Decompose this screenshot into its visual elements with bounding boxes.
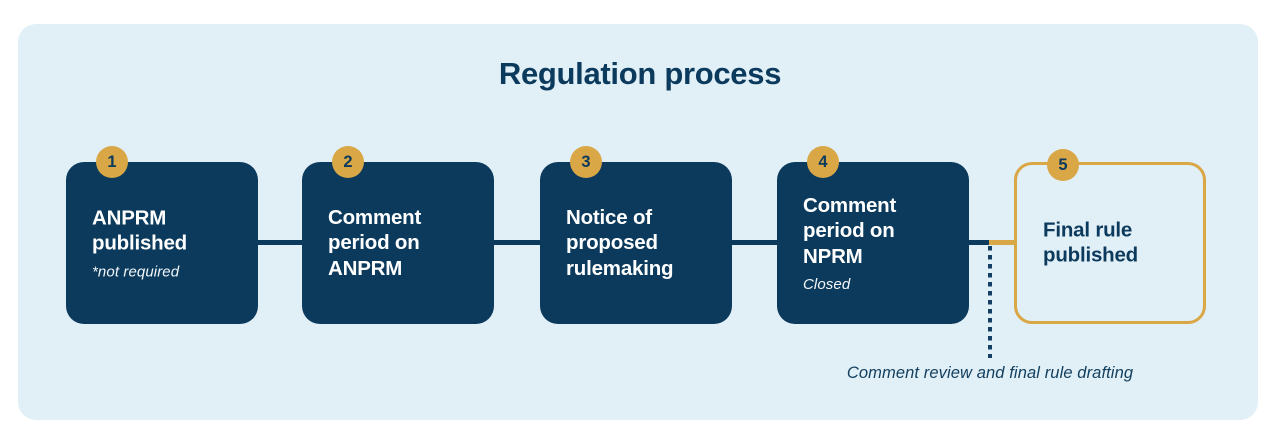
step-body-3: Notice of proposed rulemaking (566, 205, 718, 281)
step-badge-5: 5 (1047, 149, 1079, 181)
step-card-2[interactable]: 2 Comment period on ANPRM (302, 146, 494, 324)
step-title-5: Final rule published (1043, 218, 1139, 267)
process-caption: Comment review and final rule drafting (846, 364, 1134, 382)
connector-3-4 (730, 240, 777, 245)
step-note-4: Closed (803, 276, 851, 294)
step-badge-4: 4 (807, 146, 839, 178)
step-card-1[interactable]: 1 ANPRM published *not required (66, 146, 258, 324)
step-title-4: Comment period on NPRM (803, 193, 897, 268)
step-card-5[interactable]: 5 Final rule published (1014, 149, 1206, 324)
step-badge-2: 2 (332, 146, 364, 178)
step-body-1: ANPRM published *not required (92, 206, 244, 281)
step-title-2: Comment period on ANPRM (328, 205, 422, 280)
step-title-1: ANPRM published (92, 206, 188, 255)
step-body-2: Comment period on ANPRM (328, 205, 480, 281)
connector-1-2 (254, 240, 304, 245)
connector-junction-5 (989, 240, 1017, 245)
step-title-3: Notice of proposed rulemaking (566, 205, 674, 280)
dotted-drop-line (988, 246, 992, 358)
connector-4-junction (965, 240, 991, 245)
step-card-3[interactable]: 3 Notice of proposed rulemaking (540, 146, 732, 324)
page-title: Regulation process (498, 56, 782, 91)
step-body-4: Comment period on NPRM Closed (803, 193, 955, 293)
step-body-5: Final rule published (1043, 218, 1189, 269)
step-card-4[interactable]: 4 Comment period on NPRM Closed (777, 146, 969, 324)
step-badge-3: 3 (570, 146, 602, 178)
connector-2-3 (490, 240, 542, 245)
step-badge-1: 1 (96, 146, 128, 178)
step-note-1: *not required (92, 263, 180, 281)
